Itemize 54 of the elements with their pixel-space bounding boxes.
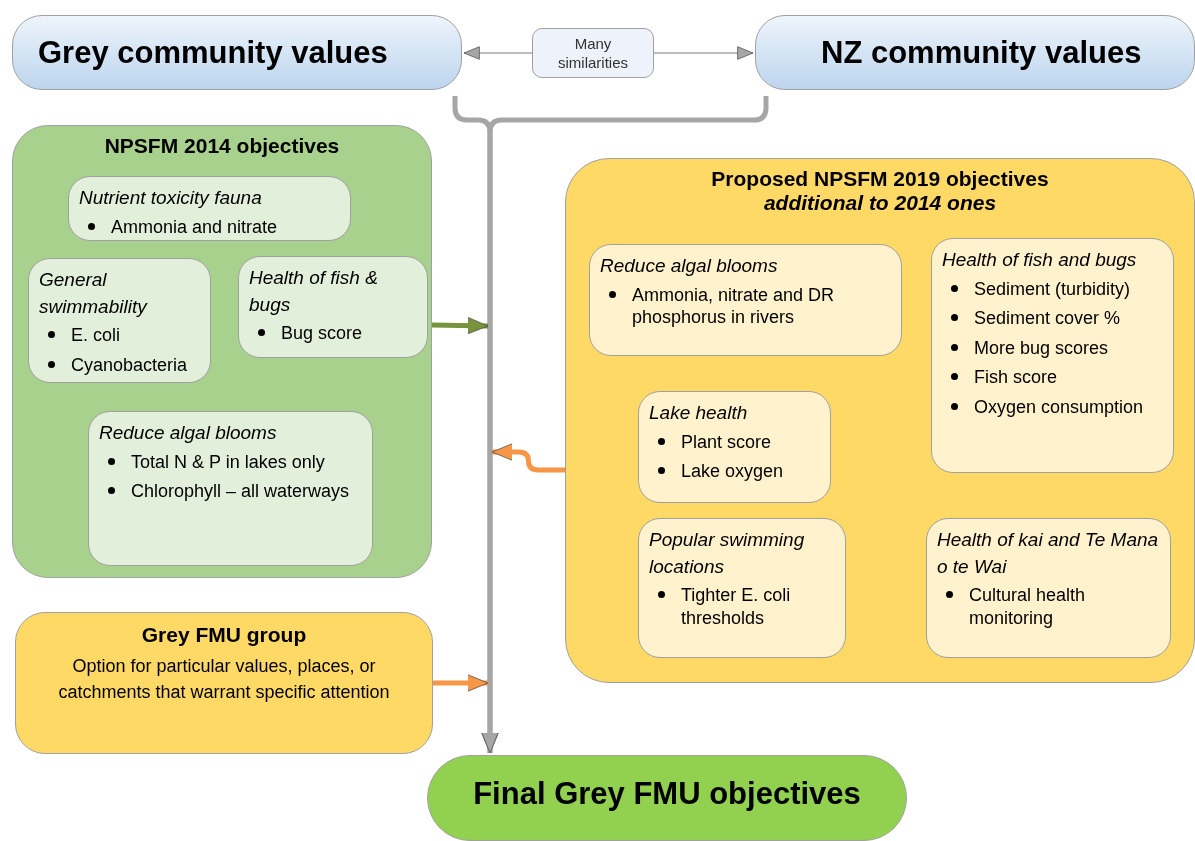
list-item-text: Plant score — [681, 431, 772, 452]
list-item-text: Oxygen consumption — [974, 396, 1144, 417]
objective-card — [68, 176, 351, 241]
objective-card — [589, 244, 902, 356]
objectives-panel — [12, 125, 432, 578]
value-box — [755, 15, 1195, 90]
arrow — [653, 46, 754, 60]
box-title: Grey community values — [38, 34, 388, 71]
note-box — [532, 28, 654, 78]
card-heading: Reduce algal blooms — [99, 421, 278, 445]
card-heading: Reduce algal blooms — [600, 254, 779, 278]
list-item-text: Cultural health monitoring — [969, 585, 1086, 628]
arrow — [433, 673, 489, 693]
arrow — [463, 46, 533, 60]
card-heading: Lake health — [649, 401, 749, 425]
objective-card — [931, 238, 1174, 473]
box-title: NZ community values — [821, 34, 1142, 71]
arrow — [491, 442, 565, 473]
card-heading: Health of fish & bugs — [249, 266, 379, 317]
panel-title: Proposed NPSFM 2019 objectives — [710, 167, 1050, 191]
objective-card — [926, 518, 1171, 658]
list-item-text: Cyanobacteria — [71, 354, 188, 375]
panel-subtitle: additional to 2014 ones — [762, 191, 998, 215]
card-heading: Health of fish and bugs — [942, 248, 1138, 272]
list-item-text: Lake oxygen — [681, 461, 784, 482]
box-description: Option for particular values, places, or catchments that warrant specific attention — [57, 655, 391, 705]
arrow — [431, 316, 489, 335]
objective-card — [238, 256, 428, 358]
card-heading: Popular swimming locations — [649, 528, 806, 579]
objectives-panel — [565, 158, 1195, 683]
panel-title: NPSFM 2014 objectives — [103, 134, 341, 158]
list-item-text: Fish score — [974, 367, 1058, 388]
note-text: Many similarities — [557, 33, 629, 73]
card-heading: General swimmability — [39, 268, 149, 319]
list-item-text: Chlorophyll – all waterways — [131, 481, 350, 502]
list-item-text: Total N & P in lakes only — [131, 451, 325, 472]
list-item-text: Bug score — [281, 323, 363, 344]
card-heading: Nutrient toxicity fauna — [79, 186, 263, 210]
list-item-text: Sediment (turbidity) — [974, 278, 1131, 299]
objective-card — [88, 411, 373, 566]
objective-card — [638, 518, 846, 658]
card-heading: Health of kai and Te Mana o te Wai — [937, 528, 1160, 579]
list-item-text: E. coli — [71, 325, 121, 346]
box-title: Grey FMU group — [140, 623, 308, 647]
list-item-text: Ammonia and nitrate — [111, 216, 278, 237]
box-title: Final Grey FMU objectives — [472, 776, 862, 812]
list-item-text: Ammonia, nitrate and DR phosphorus in rivers — [632, 284, 835, 328]
list-item-text: More bug scores — [974, 337, 1109, 358]
group-box — [15, 612, 433, 754]
objective-card — [638, 391, 831, 503]
objective-card — [28, 258, 211, 383]
list-item-text: Tighter E. coli thresholds — [681, 585, 791, 628]
value-box — [12, 15, 462, 90]
list-item-text: Sediment cover % — [974, 308, 1121, 329]
